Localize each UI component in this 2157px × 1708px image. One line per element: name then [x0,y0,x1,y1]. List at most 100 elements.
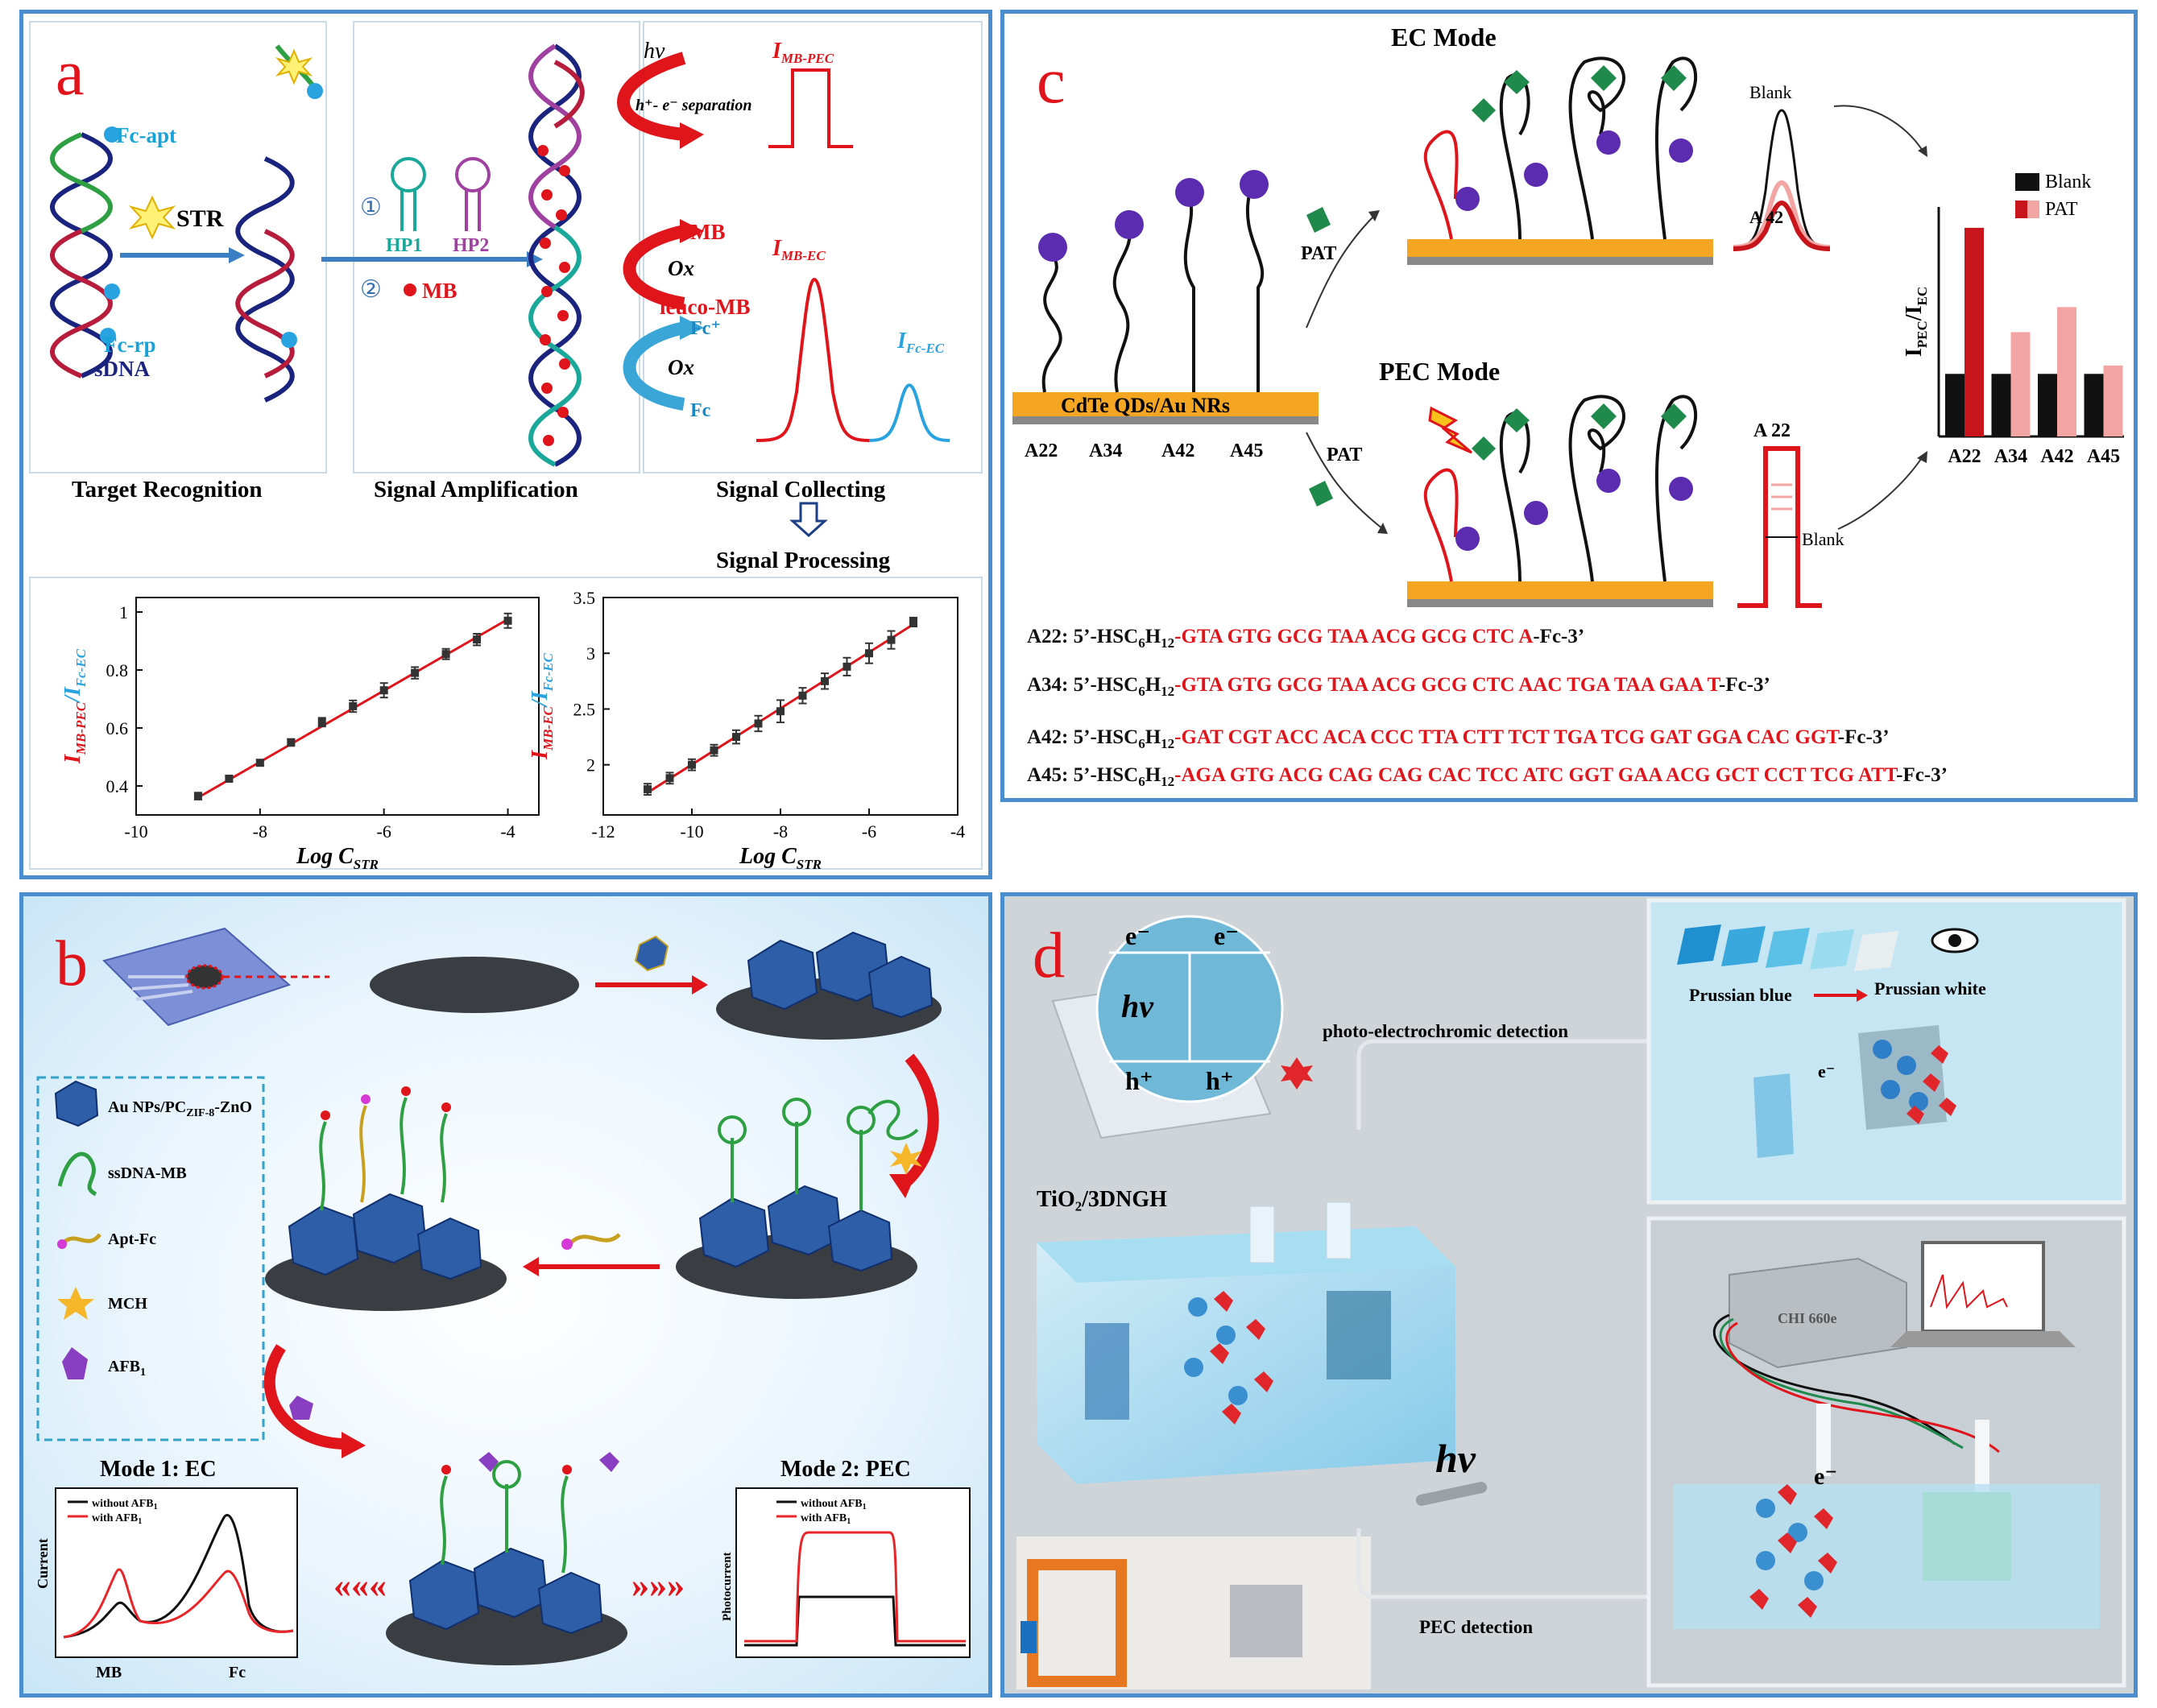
ec-peak-pink [1733,180,1831,250]
bar-category-A45: A45 [2087,446,2120,467]
mode2-legend-without: without AFB1 [801,1498,867,1512]
probe-a34: A34 [1089,440,1122,461]
arrow-prussian [1857,989,1868,1002]
bar-legend-blank: Blank [2045,172,2091,192]
legend-box [36,1076,265,1441]
helix-after-str [235,44,323,403]
label-e-bottom: e⁻ [1814,1463,1837,1490]
legend-apt-fc: Apt-Fc [108,1230,156,1248]
curved-arrow-b-2 [263,1344,346,1450]
bar-pat-A34 [2010,332,2031,436]
mode1-plot [55,1487,298,1658]
data-point-0-6 [379,686,388,695]
clip-right [1975,1420,1989,1492]
y-axis-label-0: IMB-PEC/IFc-EC [60,648,89,764]
x-tick-label-1-2: -8 [773,821,788,842]
bar-category-A42: A42 [2040,446,2073,467]
counter-electrode [1923,1492,2011,1581]
label-fc-plus: Fc⁺ [690,318,721,339]
bar-blank-A45 [2084,374,2104,436]
probes-ec [1423,56,1698,240]
x-tick-label-1-3: -6 [862,821,876,842]
label-hv-circle: hν [1121,988,1154,1024]
data-point-0-4 [317,718,326,726]
legend-afb-icon [62,1347,88,1379]
label-chi: CHI 660e [1778,1310,1837,1326]
y-tick-label-0-2: 0.8 [106,660,129,680]
legend-apt-icon [62,1233,101,1244]
arrow-pat-up [1306,214,1376,329]
y-tick-label-1-2: 3 [586,643,595,664]
data-point-1-3 [710,746,718,755]
label-tio2: TiO₂/3DNGH [1037,1187,1167,1212]
label-e-2: e⁻ [1214,921,1239,950]
pec-square-signal [1737,446,1822,608]
substrate-pec [1407,581,1713,599]
x-tick-label-0-1: -8 [253,821,267,842]
sequence-a22: A22: 5’-HSC6H12-GTA GTG GCG TAA ACG GCG … [1027,626,1585,651]
mode2-plot [735,1487,971,1658]
ec-curve-with [63,1568,294,1639]
y-tick-label-0-3: 1 [119,602,128,622]
mode1-ylabel: Current [35,1538,51,1589]
arrow-to-chart-2 [1837,456,1923,530]
x-tick-label-0-0: -10 [124,821,147,842]
label-hp2: HP2 [453,235,489,256]
cubes-top [747,931,934,1019]
label-photo-detect: photo-electrochromic detection [1323,1021,1568,1041]
arrow-path-top [1356,1039,1649,1130]
hairpin-hp1 [391,157,426,231]
stage-target-recognition: Target Recognition [72,477,263,502]
label-h-2: h⁺ [1206,1066,1234,1095]
mode2-ylabel: Photocurrent [721,1552,734,1621]
bar-blank-A22 [1945,374,1964,436]
bar-legend-swatch-blank [2015,173,2039,191]
label-pat-1: PAT [1301,243,1336,264]
data-point-1-9 [843,662,851,671]
data-point-1-7 [798,691,807,700]
probes-pec [1423,395,1698,582]
panel-letter-d: d [1033,920,1065,991]
legend-ssdna-mb: ssDNA-MB [108,1164,187,1182]
legend-mch-icon [57,1287,94,1320]
x-tick-label-1-0: -12 [591,821,615,842]
x-tick-label-1-1: -10 [680,821,703,842]
panel-letter-b: b [56,928,88,999]
str-star-icon [128,195,176,240]
laptop-screen [1921,1241,2045,1333]
apt-fc-strand [569,1233,621,1244]
panel-letter-a: a [56,38,85,109]
label-a42: A 42 [1749,207,1783,227]
sequence-a45: A45: 5’-HSC6H12-AGA GTG ACG CAG CAG CAC … [1027,764,1948,789]
mode2-title: Mode 2: PEC [780,1457,911,1482]
arrows-left: ««« [333,1565,387,1605]
x-tick-label-1-4: -4 [950,821,965,842]
ec-peak-blank [1733,109,1831,249]
data-point-1-1 [665,774,674,783]
y-tick-label-1-0: 2 [586,755,595,775]
device-clip-2 [1326,1201,1352,1259]
label-mb-right: MB [690,220,726,244]
down-arrow-icon [789,502,828,538]
label-leuco-mb: leuco-MB [660,295,750,319]
data-point-0-2 [255,759,264,767]
label-sdna: sDNA [94,357,151,381]
substrate-ec [1407,239,1713,257]
data-point-0-9 [473,635,482,644]
label-pec-detection: PEC detection [1419,1617,1533,1637]
label-hp1: HP1 [386,235,422,256]
label-fc-rp: Fc-rp [104,333,155,357]
bar-legend-swatch-pat-b [2027,201,2039,218]
ec-curve-without [63,1514,294,1639]
mch-star [890,1143,922,1175]
substrate-left [1012,392,1319,416]
data-point-1-11 [887,635,896,644]
y-tick-label-1-3: 3.5 [573,588,596,608]
cubes-bottom [408,1460,603,1635]
signal-mb-ec [756,277,870,442]
label-e-1: e⁻ [1125,921,1150,950]
label-h-1: h⁺ [1125,1066,1153,1095]
